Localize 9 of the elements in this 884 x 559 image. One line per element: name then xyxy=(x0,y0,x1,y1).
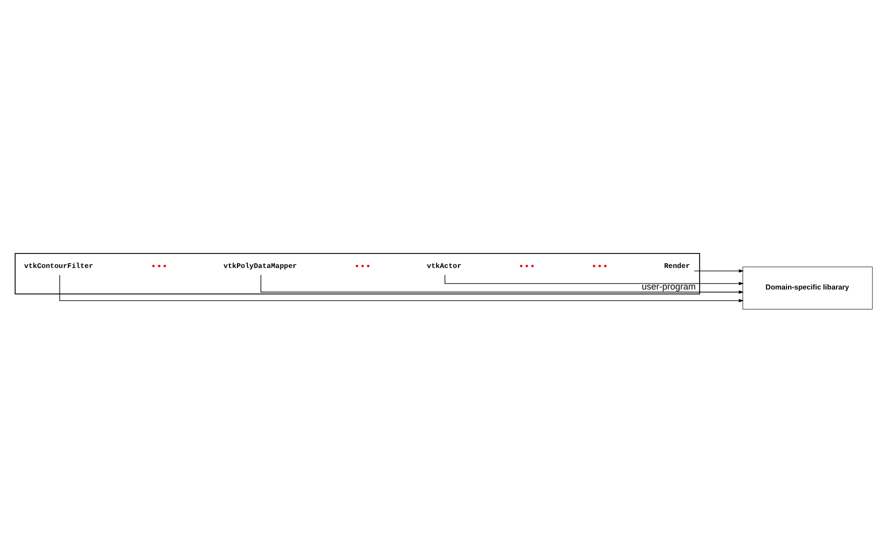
arrow xyxy=(59,274,744,302)
arrow xyxy=(694,269,744,273)
arrow xyxy=(444,274,744,286)
label: • • • xyxy=(355,261,370,272)
label: • • • xyxy=(520,261,534,272)
label: • • • xyxy=(152,261,166,272)
arrow xyxy=(260,274,744,294)
node-box: Domain-specific libarary xyxy=(742,266,873,310)
label: • • • xyxy=(592,261,607,272)
